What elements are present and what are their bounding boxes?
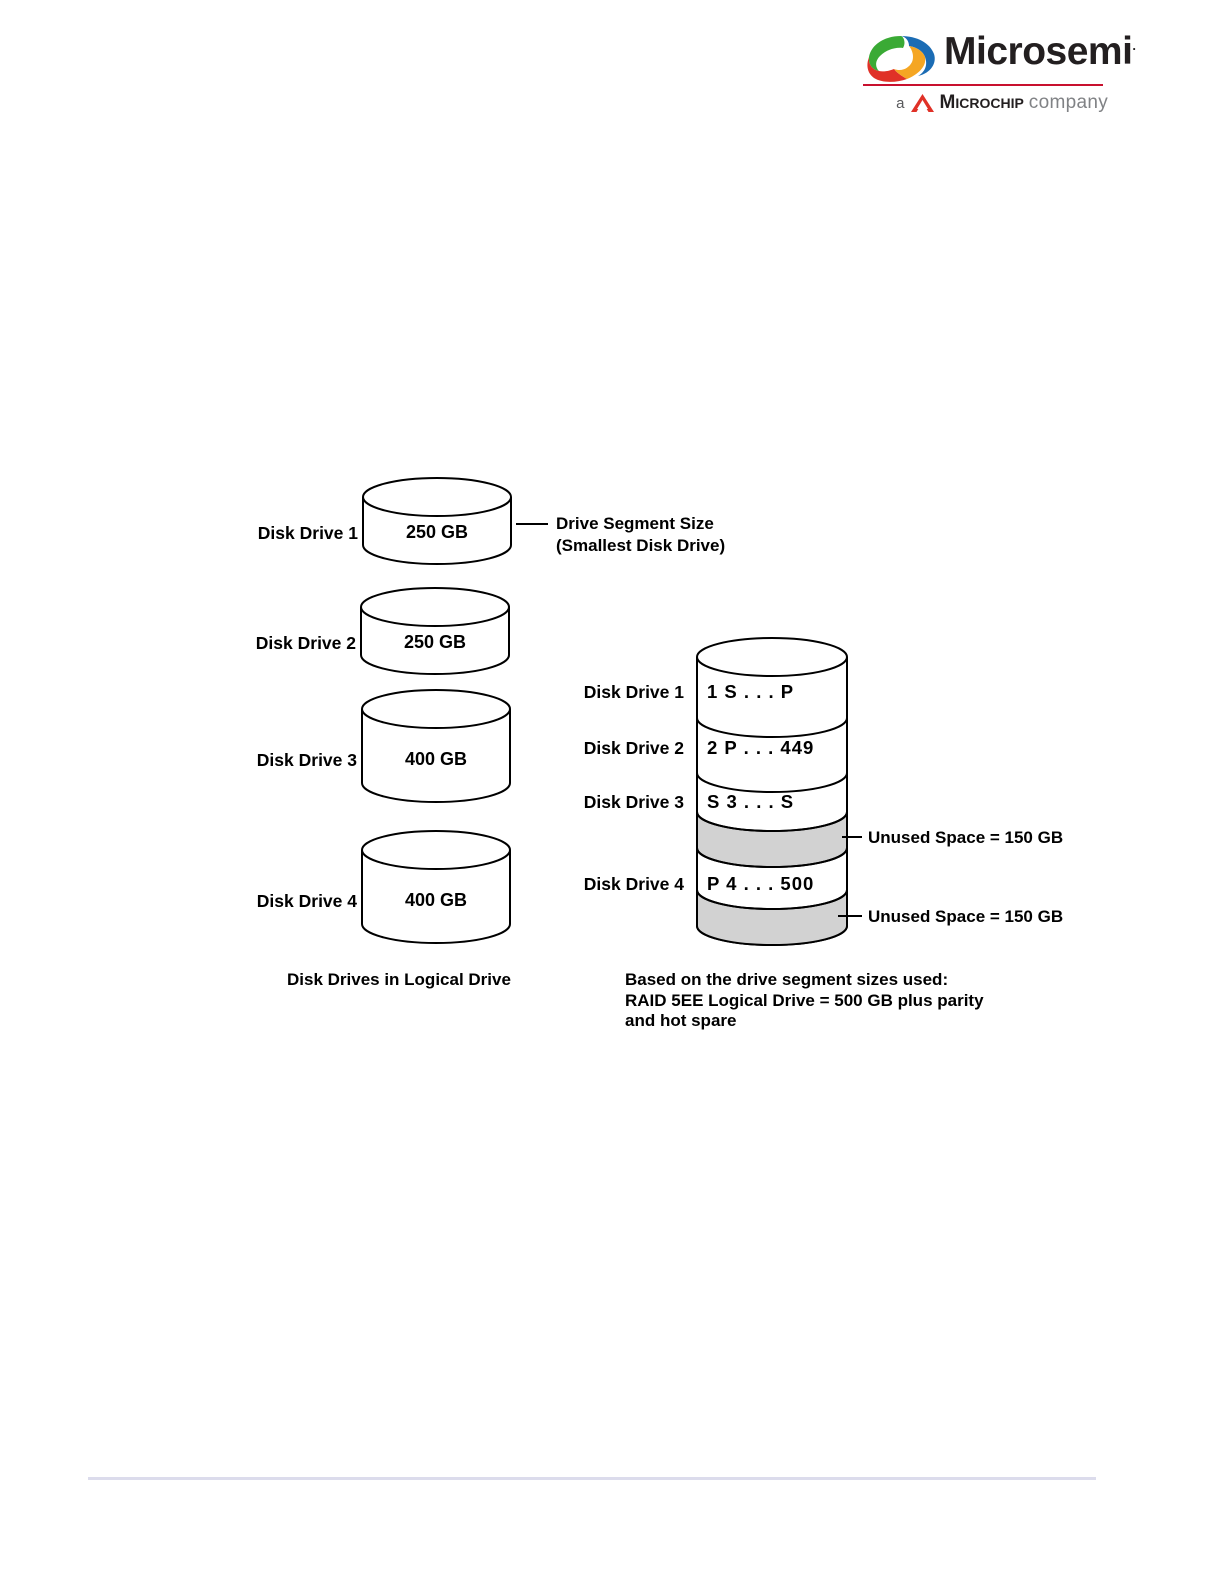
microsemi-wordmark: Microsemi. [944, 30, 1136, 73]
label-disk-drive-1: Disk Drive 1 [257, 523, 358, 543]
cylinder-disk-drive-2 [360, 587, 510, 675]
microsemi-swoosh-icon [867, 36, 935, 82]
segment-divider-3 [696, 811, 848, 832]
label-segment-disk-drive-1: Disk Drive 1 [583, 682, 684, 702]
segment-content-drive-4: P 4 . . . 500 [707, 873, 815, 894]
label-disk-drive-2: Disk Drive 2 [255, 633, 356, 653]
footer-divider [88, 1477, 1096, 1480]
caption-raid-5ee-summary: Based on the drive segment sizes used: R… [625, 970, 984, 1030]
cylinder-disk-drive-3 [361, 689, 511, 803]
label-disk-drive-3: Disk Drive 3 [256, 750, 357, 770]
label-segment-disk-drive-2: Disk Drive 2 [583, 738, 684, 758]
caption-disk-drives-in-logical-drive: Disk Drives in Logical Drive [287, 970, 511, 989]
annotation-unused-space-1: Unused Space = 150 GB [868, 828, 1064, 847]
capacity-disk-drive-2: 250 GB [403, 632, 467, 652]
cylinder-disk-drive-1 [362, 477, 512, 565]
segment-content-drive-2: 2 P . . . 449 [707, 737, 815, 758]
capacity-disk-drive-1: 250 GB [405, 522, 469, 542]
cylinder-disk-drive-4 [361, 830, 511, 944]
label-segment-disk-drive-4: Disk Drive 4 [583, 874, 684, 894]
microchip-tagline: a MICROCHIP company [896, 92, 1108, 113]
segment-divider-5 [696, 889, 848, 910]
microchip-logo-icon [910, 94, 934, 112]
capacity-disk-drive-4: 400 GB [404, 890, 468, 910]
annotation-unused-space-2: Unused Space = 150 GB [868, 907, 1064, 926]
segment-divider-1 [696, 717, 848, 738]
segment-content-drive-3: S 3 . . . S [707, 791, 795, 812]
callout-line-1: Drive Segment Size [556, 514, 714, 533]
callout-line-2: (Smallest Disk Drive) [556, 536, 726, 555]
capacity-disk-drive-3: 400 GB [404, 749, 468, 769]
logo-red-rule [863, 84, 1103, 86]
callout-drive-segment-size: Drive Segment Size (Smallest Disk Drive) [556, 513, 725, 557]
segment-content-drive-1: 1 S . . . P [707, 681, 795, 702]
segment-divider-4 [696, 847, 848, 868]
stacked-cylinder-logical-drive [696, 637, 848, 946]
microsemi-logo: Microsemi. a MICROCHIP company [860, 26, 1136, 116]
label-segment-disk-drive-3: Disk Drive 3 [583, 792, 684, 812]
label-disk-drive-4: Disk Drive 4 [256, 891, 357, 911]
microchip-name: MICROCHIP [939, 92, 1024, 113]
segment-divider-2 [696, 772, 848, 793]
